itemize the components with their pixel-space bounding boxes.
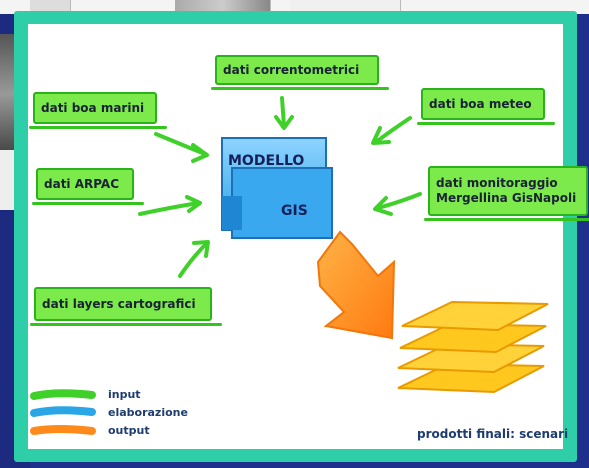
arrow-monitoraggio [376, 192, 422, 210]
input-layers-label: dati layers cartografici [42, 296, 196, 311]
background-paper [0, 150, 14, 210]
input-arpac-label: dati ARPAC [44, 176, 120, 191]
input-boa-meteo-label: dati boa meteo [429, 96, 532, 111]
model-label-line1: MODELLO [228, 153, 305, 169]
background-photo [0, 34, 14, 154]
arrow-layers [178, 242, 208, 278]
scenario-layers [397, 300, 549, 394]
arrowhead-correntometrici [274, 115, 294, 130]
input-arpac: dati ARPAC [32, 168, 144, 205]
input-monitoraggio: dati monitoraggio Mergellina GisNapoli [424, 166, 589, 221]
input-boa-marini-label: dati boa marini [41, 100, 145, 115]
model-label-line2: GIS [281, 203, 308, 219]
input-boa-meteo: dati boa meteo [417, 88, 555, 125]
arrowhead-layers [192, 240, 210, 258]
arrowhead-monitoraggio [373, 196, 393, 216]
arrow-correntometrici [280, 96, 286, 128]
legend-input-label: input [108, 388, 141, 401]
input-correntometrici: dati correntometrici [211, 55, 389, 90]
legend-elaborazione-label: elaborazione [108, 406, 188, 419]
model-block [221, 137, 333, 239]
arrowhead-boa-marini [191, 143, 209, 163]
legend-input-swatch [30, 389, 96, 400]
arrow-boa-marini [154, 132, 207, 156]
output-arrow [316, 230, 396, 340]
arrow-boa-meteo [374, 116, 412, 144]
legend-output-label: output [108, 424, 150, 437]
legend-elaborazione-swatch [30, 406, 96, 417]
arrowhead-boa-meteo [371, 126, 391, 145]
arrowhead-arpac [185, 195, 202, 213]
input-monitoraggio-label-1: dati monitoraggio [436, 176, 558, 190]
output-label: prodotti finali: scenari [417, 427, 569, 441]
input-layers: dati layers cartografici [30, 287, 222, 326]
input-boa-marini: dati boa marini [29, 92, 167, 129]
legend-output-swatch [30, 425, 96, 435]
input-monitoraggio-label-2: Mergellina GisNapoli [436, 191, 577, 205]
input-correntometrici-label: dati correntometrici [223, 62, 360, 77]
arrow-arpac [138, 201, 200, 216]
background-top-strip [0, 0, 589, 14]
